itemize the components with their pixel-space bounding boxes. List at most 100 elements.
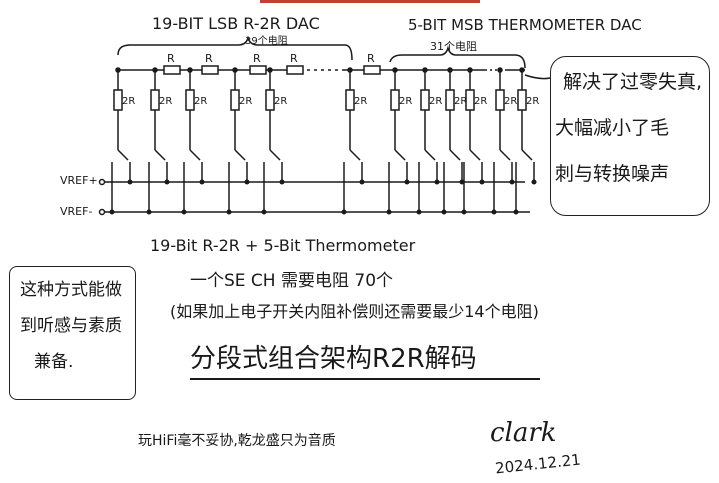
vref-minus-label: VREF- [60, 205, 93, 218]
node-dot [279, 179, 285, 185]
node-dot [244, 179, 250, 185]
node-dot [497, 67, 503, 73]
resistor-2r [465, 89, 475, 111]
resistor-2r-label: 2R [504, 96, 517, 107]
node-dot [467, 67, 473, 73]
resistor-2r [345, 89, 355, 111]
callout-left-line: 到听感与素质 [20, 316, 122, 336]
resistor-r-label: R [253, 52, 261, 65]
lsb-resistor-count: 39个电阻 [245, 36, 288, 47]
node-dot [461, 209, 467, 215]
node-dot [513, 209, 519, 215]
resistor-2r [420, 89, 430, 111]
node-dot [531, 179, 537, 185]
callout-left-line: 兼备. [34, 352, 74, 372]
node-dot [146, 209, 152, 215]
node-dot [441, 209, 447, 215]
node-dot [447, 67, 453, 73]
switch-blade [349, 149, 361, 161]
resistor-r-label: R [167, 52, 175, 65]
switch-blade [424, 149, 436, 161]
callout-right-line: 刺与转换噪声 [555, 163, 670, 185]
node-dot [519, 67, 525, 73]
resistor-r [249, 65, 267, 75]
note-architecture: 19-Bit R-2R + 5-Bit Thermometer [150, 236, 416, 255]
resistor-2r [445, 89, 455, 111]
resistor-2r-label: 2R [474, 96, 487, 107]
resistor-2r-label: 2R [274, 96, 287, 107]
node-dot [422, 67, 428, 73]
resistor-2r [113, 89, 123, 111]
resistor-2r [185, 89, 195, 111]
callout-right-line: 解决了过零失真, [563, 71, 703, 93]
footer-slogan: 玩HiFi毫不妥协,乾龙盛只为音质 [138, 433, 336, 449]
resistor-r-label: R [290, 52, 298, 65]
resistor-2r-label: 2R [526, 96, 539, 107]
resistor-2r-label: 2R [399, 96, 412, 107]
node-dot [152, 67, 158, 73]
node-dot [416, 209, 422, 215]
switch-blade [469, 149, 481, 161]
switch-blade [394, 149, 406, 161]
resistor-2r-label: 2R [194, 96, 207, 107]
node-dot [392, 67, 398, 73]
msb-brace [389, 45, 526, 69]
headline-underline [190, 378, 540, 380]
vref-plus-label: VREF+ [60, 174, 98, 187]
node-dot [479, 179, 485, 185]
resistor-r-label: R [367, 52, 375, 65]
callout-right-box: 解决了过零失真, 大幅减小了毛 刺与转换噪声 [550, 56, 710, 216]
switch-blade [269, 149, 281, 161]
node-dot [404, 179, 410, 185]
node-dot [359, 179, 365, 185]
node-dot [109, 209, 115, 215]
resistor-2r [390, 89, 400, 111]
node-dot [347, 67, 353, 73]
node-dot [267, 67, 273, 73]
switch-blade [449, 149, 461, 161]
node-dot [261, 209, 267, 215]
top-edge-mark [260, 0, 480, 3]
node-dot [226, 209, 232, 215]
node-dot [434, 179, 440, 185]
resistor-r [163, 65, 181, 75]
resistor-2r [150, 89, 160, 111]
switch-blade [154, 149, 166, 161]
msb-resistor-count: 31个电阻 [430, 40, 477, 53]
resistor-2r-label: 2R [159, 96, 172, 107]
resistor-r [201, 65, 219, 75]
resistor-r [286, 65, 304, 75]
vref-minus-terminal [98, 208, 106, 216]
note-compensation: (如果加上电子开关内阻补偿则还需要最少14个电阻) [170, 302, 539, 321]
resistor-2r [265, 89, 275, 111]
node-dot [164, 179, 170, 185]
resistor-2r [517, 89, 527, 111]
switch-blade [234, 149, 246, 161]
resistor-2r-label: 2R [122, 96, 135, 107]
node-dot [491, 209, 497, 215]
signature: clark [490, 418, 557, 448]
node-dot [181, 209, 187, 215]
lsb-brace [117, 35, 353, 61]
switch-blade [189, 149, 201, 161]
resistor-2r-label: 2R [354, 96, 367, 107]
headline: 分段式组合架构R2R解码 [190, 344, 477, 374]
node-dot [115, 67, 121, 73]
node-dot [187, 67, 193, 73]
resistor-2r [495, 89, 505, 111]
callout-left-box: 这种方式能做 到听感与素质 兼备. [9, 266, 136, 400]
vref-plus-terminal [98, 178, 106, 186]
resistor-r-label: R [205, 52, 213, 65]
lsb-title: 19-BIT LSB R-2R DAC [152, 14, 320, 33]
note-resistor-total: 一个SE CH 需要电阻 70个 [190, 271, 394, 291]
node-dot [386, 209, 392, 215]
resistor-r [363, 65, 381, 75]
node-dot [127, 179, 133, 185]
node-dot [232, 67, 238, 73]
switch-blade [117, 149, 129, 161]
node-dot [341, 209, 347, 215]
switch-blade [521, 149, 533, 161]
node-dot [509, 179, 515, 185]
node-dot [199, 179, 205, 185]
